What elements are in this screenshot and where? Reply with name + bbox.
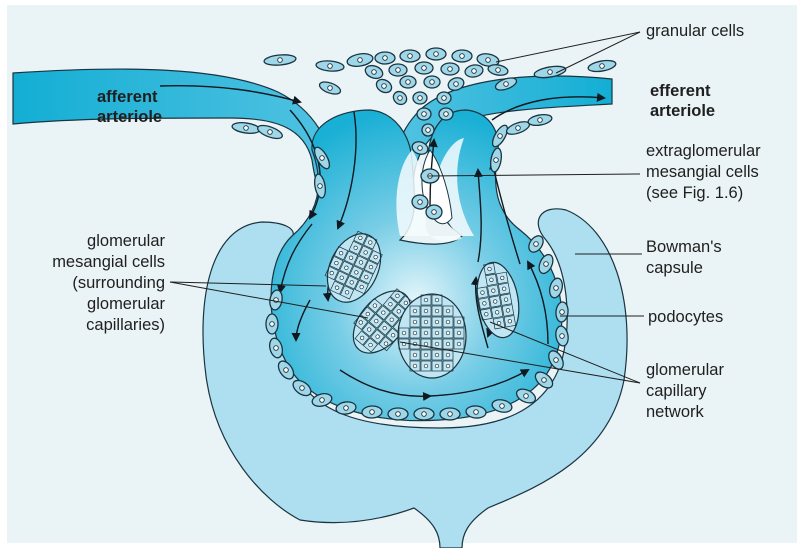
vessel-wall-cell	[527, 113, 552, 127]
label-efferent-line1: efferent	[650, 82, 711, 100]
podocyte	[362, 405, 383, 418]
vessel-wall-cell	[231, 121, 260, 135]
granular-cell	[426, 48, 446, 60]
granular-cell	[413, 92, 427, 104]
podocyte	[440, 408, 460, 420]
podocyte	[266, 314, 278, 334]
granular-cell	[587, 59, 616, 74]
granular-cell	[441, 63, 459, 75]
podocyte	[388, 408, 408, 420]
granular-cell	[417, 108, 431, 120]
granular-cell	[439, 108, 453, 120]
granular-cell	[415, 62, 433, 74]
granular-cell	[424, 76, 440, 88]
granular-cell	[374, 77, 394, 95]
granular-cell	[422, 124, 434, 136]
label-capillary-line1: glomerular	[646, 361, 724, 379]
label-glom-mesangial-line1: glomerular	[87, 232, 165, 250]
label-bowmans-line1: Bowman's	[646, 238, 722, 256]
granular-cell	[389, 64, 407, 76]
label-extraglomerular-line1: extraglomerular	[646, 142, 761, 160]
granular-cell	[375, 52, 395, 64]
label-afferent-line1: afferent	[97, 88, 158, 106]
label-glom-mesangial-line5: capillaries)	[86, 316, 165, 334]
label-extraglomerular-line3: (see Fig. 1.6)	[646, 184, 743, 202]
label-glom-mesangial-line4: glomerular	[87, 295, 165, 313]
label-capillary-line3: network	[646, 403, 705, 421]
podocyte	[414, 408, 434, 420]
label-afferent-line2: arteriole	[97, 108, 162, 126]
granular-cell	[316, 60, 345, 72]
extraglomerular-mesangial-cell	[426, 205, 442, 219]
label-podocytes: podocytes	[648, 308, 723, 326]
label-bowmans-line2: capsule	[646, 259, 703, 277]
label-efferent-line2: arteriole	[650, 102, 715, 120]
granular-cell	[363, 63, 384, 80]
capillary-cluster	[398, 294, 466, 378]
granular-cell	[400, 76, 416, 88]
vessel-wall-cell	[256, 123, 284, 141]
vessel-wall-cell	[318, 80, 342, 97]
granular-cell	[400, 50, 420, 62]
afferent-arteriole	[13, 69, 348, 206]
granular-cell	[391, 89, 409, 107]
label-granular-cells: granular cells	[646, 22, 744, 40]
vessel-wall-cell	[505, 119, 531, 137]
granular-cell	[452, 50, 472, 62]
label-capillary-line2: capillary	[646, 382, 707, 400]
granular-cell	[437, 92, 451, 104]
label-glom-mesangial-line2: mesangial cells	[52, 253, 165, 271]
label-extraglomerular-line2: mesangial cells	[646, 163, 759, 181]
granular-cell	[464, 64, 484, 79]
granular-cell	[487, 63, 508, 76]
granular-cell	[264, 54, 297, 67]
label-glom-mesangial-line3: (surrounding	[72, 274, 165, 292]
